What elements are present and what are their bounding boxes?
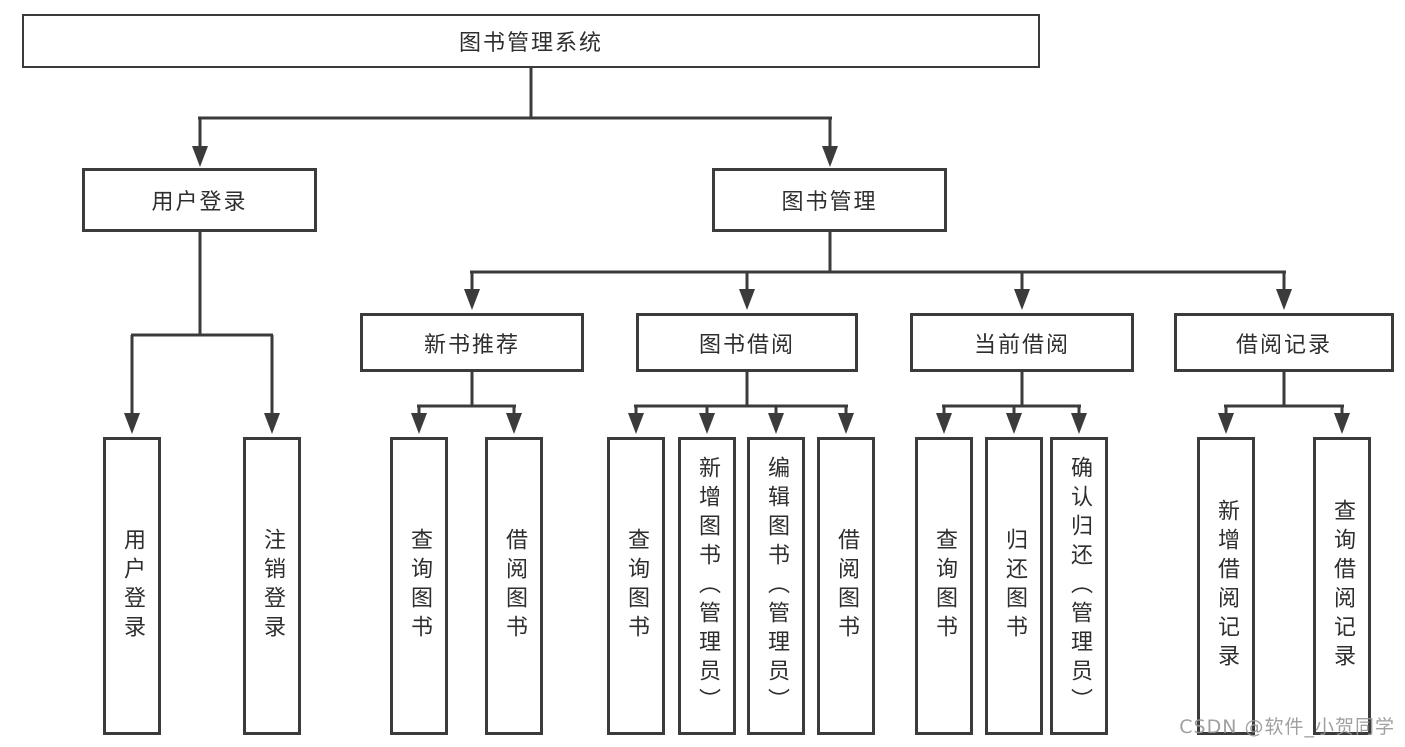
node-leaf-add-books-admin: 新增图书（管理员） [678,437,736,735]
node-leaf-logout: 注销登录 [243,437,301,735]
node-leaf-query-borrow-record-label: 查询借阅记录 [1330,499,1355,673]
node-current-borrow: 当前借阅 [910,313,1134,372]
node-user-login: 用户登录 [82,168,317,232]
node-current-borrow-label: 当前借阅 [973,332,1070,358]
node-leaf-confirm-return-admin: 确认归还（管理员） [1050,437,1108,735]
connector-arrowheads [124,146,1350,434]
node-leaf-add-borrow-record: 新增借阅记录 [1197,437,1255,735]
node-new-book-recommend-label: 新书推荐 [423,332,520,358]
node-library-system-label: 图书管理系统 [458,31,603,56]
node-leaf-query-books-borrow: 查询图书 [607,437,665,735]
csdn-watermark: CSDN @软件_小贺同学 [1179,716,1395,738]
node-leaf-query-books-recommend: 查询图书 [390,437,448,735]
node-leaf-query-books-current-label: 查询图书 [932,528,957,644]
node-leaf-borrow-books-recommend: 借阅图书 [485,437,543,735]
node-leaf-add-borrow-record-label: 新增借阅记录 [1214,499,1239,673]
node-book-borrow-label: 图书借阅 [698,332,795,358]
node-leaf-query-books-recommend-label: 查询图书 [407,528,432,644]
node-leaf-query-borrow-record: 查询借阅记录 [1313,437,1371,735]
node-leaf-borrow-books-label: 借阅图书 [834,528,859,644]
node-leaf-edit-books-admin-label: 编辑图书（管理员） [764,455,789,717]
node-book-management: 图书管理 [712,168,947,232]
node-borrow-record-label: 借阅记录 [1235,332,1332,358]
node-leaf-add-books-admin-label: 新增图书（管理员） [695,455,720,717]
node-leaf-query-books-borrow-label: 查询图书 [624,528,649,644]
node-borrow-record: 借阅记录 [1174,313,1394,372]
node-leaf-borrow-books-recommend-label: 借阅图书 [502,528,527,644]
node-leaf-user-login: 用户登录 [103,437,161,735]
node-leaf-borrow-books: 借阅图书 [817,437,875,735]
node-library-system: 图书管理系统 [22,14,1040,68]
node-leaf-edit-books-admin: 编辑图书（管理员） [747,437,805,735]
node-leaf-confirm-return-admin-label: 确认归还（管理员） [1067,455,1092,717]
node-new-book-recommend: 新书推荐 [360,313,584,372]
node-leaf-logout-label: 注销登录 [260,528,285,644]
node-book-borrow: 图书借阅 [636,313,858,372]
node-leaf-return-books: 归还图书 [985,437,1043,735]
node-leaf-return-books-label: 归还图书 [1002,528,1027,644]
node-book-management-label: 图书管理 [781,190,878,215]
node-user-login-label: 用户登录 [151,190,248,215]
node-leaf-user-login-label: 用户登录 [120,528,145,644]
node-leaf-query-books-current: 查询图书 [915,437,973,735]
